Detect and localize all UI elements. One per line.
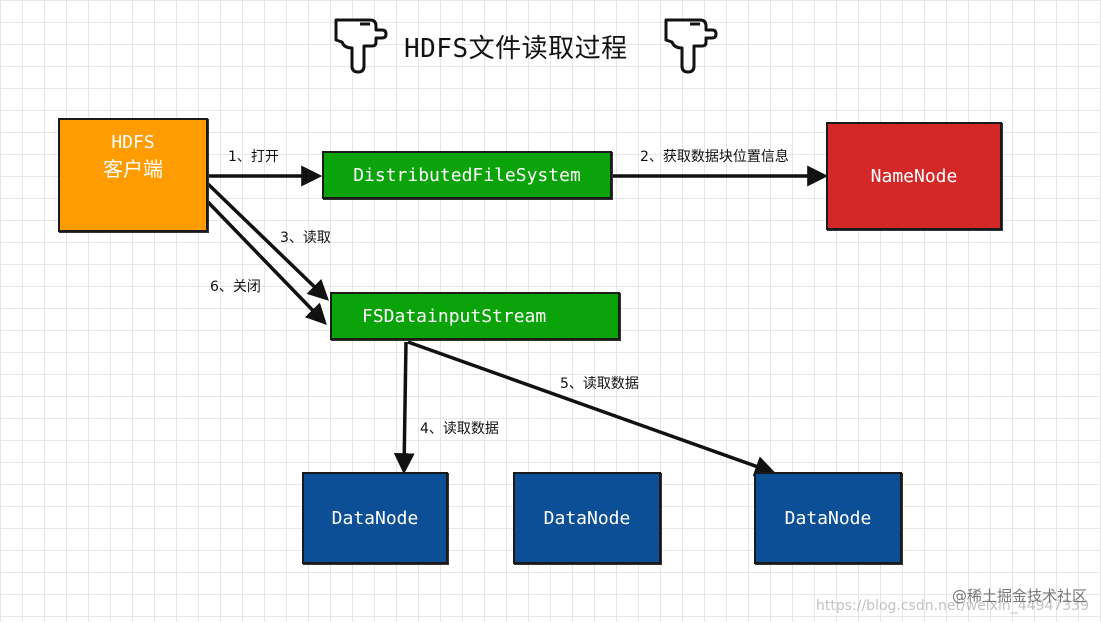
pointing-hand-icon [660,12,722,80]
page-title: HDFS文件读取过程 [404,34,628,64]
arrow-read-data-5 [407,340,776,477]
watermark-text: @稀土掘金技术社区 [951,587,1087,605]
datanode-label: DataNode [784,507,872,529]
datanode-box: DataNode [302,472,448,564]
arrow-read [206,182,330,301]
client-label-line1: HDFS [111,132,155,153]
fsdatainputstream-box: FSDatainputStream [330,292,620,340]
watermark-url: https://blog.csdn.net/weixin_44947339 [815,598,1089,614]
namenode-label: NameNode [870,165,958,187]
arrow-read-data-4 [393,341,415,475]
client-label-line2: 客户端 [103,157,163,181]
datanode-box: DataNode [754,472,902,564]
arrow-close [204,198,327,326]
datanode-label: DataNode [331,507,419,529]
fsdatainputstream-label: FSDatainputStream [362,305,547,327]
edge-label-get-blocks: 2、获取数据块位置信息 [640,149,789,165]
edge-label-read-data-4: 4、读取数据 [420,421,499,437]
edge-label-close: 6、关闭 [210,279,261,295]
distributed-filesystem-box: DistributedFileSystem [322,151,612,199]
edge-label-open: 1、打开 [228,149,279,165]
pointing-hand-icon [330,12,392,80]
dfs-label: DistributedFileSystem [353,164,581,186]
client-box: HDFS 客户端 [58,118,208,232]
edge-label-read: 3、读取 [280,230,331,246]
datanode-box: DataNode [513,472,661,564]
datanode-label: DataNode [543,507,631,529]
edge-label-read-data-5: 5、读取数据 [560,376,639,392]
namenode-box: NameNode [826,122,1002,230]
